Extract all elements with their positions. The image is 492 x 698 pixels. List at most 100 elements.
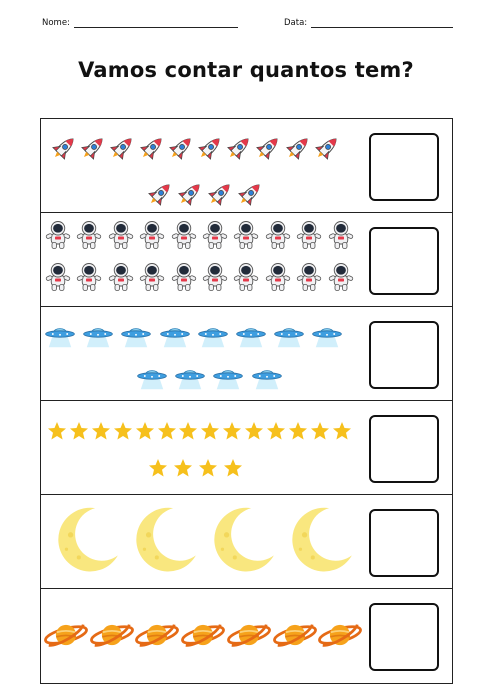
star-icon <box>198 458 218 478</box>
rocket-icon <box>283 133 313 163</box>
rocket-icon <box>205 179 235 209</box>
astronaut-icon <box>326 217 356 253</box>
star-icon <box>173 458 193 478</box>
star-icon <box>157 421 177 441</box>
name-label: Nome: <box>42 18 70 28</box>
astronauts-group <box>41 213 364 307</box>
name-field[interactable]: Nome: <box>42 18 238 28</box>
answer-box-planets[interactable] <box>369 603 439 671</box>
ufo-icon <box>196 324 230 348</box>
ufo-icon <box>43 324 77 348</box>
date-label: Data: <box>284 18 308 28</box>
counting-row-astronauts <box>41 213 452 307</box>
rocket-icon <box>166 133 196 163</box>
counting-row-ufos <box>41 307 452 401</box>
ufo-icon <box>234 324 268 348</box>
star-icon <box>222 421 242 441</box>
star-icon <box>244 421 264 441</box>
rocket-icon <box>312 133 342 163</box>
planet-icon <box>134 620 180 650</box>
answer-box-ufos[interactable] <box>369 321 439 389</box>
star-icon <box>200 421 220 441</box>
astronaut-icon <box>200 259 230 295</box>
moon-icon <box>128 503 200 577</box>
astronaut-icon <box>43 259 73 295</box>
star-icon <box>310 421 330 441</box>
astronaut-icon <box>137 259 167 295</box>
star-icon <box>178 421 198 441</box>
counting-table <box>40 118 453 684</box>
astronaut-icon <box>263 259 293 295</box>
planets-group <box>41 589 364 683</box>
ufo-icon <box>135 366 169 390</box>
astronaut-icon <box>169 217 199 253</box>
counting-row-planets <box>41 589 452 683</box>
counting-row-moons <box>41 495 452 589</box>
astronaut-icon <box>200 217 230 253</box>
star-icon <box>266 421 286 441</box>
ufo-icon <box>119 324 153 348</box>
astronaut-icon <box>231 259 261 295</box>
star-icon <box>135 421 155 441</box>
name-line[interactable] <box>73 20 238 28</box>
rocket-icon <box>145 179 175 209</box>
star-icon <box>332 421 352 441</box>
star-icon <box>91 421 111 441</box>
rocket-icon <box>107 133 137 163</box>
header: Nome: Data: <box>42 14 460 32</box>
answer-box-rockets[interactable] <box>369 133 439 201</box>
planet-icon <box>272 620 318 650</box>
ufo-icon <box>211 366 245 390</box>
astronaut-icon <box>137 217 167 253</box>
rocket-icon <box>49 133 79 163</box>
moons-group <box>41 495 364 589</box>
rocket-icon <box>195 133 225 163</box>
rocket-icon <box>175 179 205 209</box>
rocket-icon <box>253 133 283 163</box>
star-icon <box>113 421 133 441</box>
astronaut-icon <box>43 217 73 253</box>
stars-group <box>41 401 364 495</box>
planet-icon <box>43 620 89 650</box>
moon-icon <box>284 503 356 577</box>
star-icon <box>223 458 243 478</box>
answer-box-moons[interactable] <box>369 509 439 577</box>
planet-icon <box>317 620 363 650</box>
counting-row-rockets <box>41 119 452 213</box>
astronaut-icon <box>106 217 136 253</box>
ufo-icon <box>310 324 344 348</box>
astronaut-icon <box>169 259 199 295</box>
star-icon <box>288 421 308 441</box>
ufo-icon <box>158 324 192 348</box>
star-icon <box>69 421 89 441</box>
rocket-icon <box>224 133 254 163</box>
astronaut-icon <box>106 259 136 295</box>
star-icon <box>47 421 67 441</box>
astronaut-icon <box>326 259 356 295</box>
date-field[interactable]: Data: <box>284 18 454 28</box>
page-title: Vamos contar quantos tem? <box>78 58 414 82</box>
date-line[interactable] <box>311 20 454 28</box>
ufos-group <box>41 307 364 401</box>
astronaut-icon <box>74 217 104 253</box>
rocket-icon <box>235 179 265 209</box>
astronaut-icon <box>294 259 324 295</box>
star-icon <box>148 458 168 478</box>
answer-box-astronauts[interactable] <box>369 227 439 295</box>
astronaut-icon <box>231 217 261 253</box>
rockets-group <box>41 119 364 213</box>
astronaut-icon <box>294 217 324 253</box>
rocket-icon <box>137 133 167 163</box>
astronaut-icon <box>74 259 104 295</box>
moon-icon <box>50 503 122 577</box>
planet-icon <box>226 620 272 650</box>
planet-icon <box>180 620 226 650</box>
ufo-icon <box>250 366 284 390</box>
planet-icon <box>89 620 135 650</box>
rocket-icon <box>78 133 108 163</box>
moon-icon <box>206 503 278 577</box>
astronaut-icon <box>263 217 293 253</box>
counting-row-stars <box>41 401 452 495</box>
ufo-icon <box>81 324 115 348</box>
answer-box-stars[interactable] <box>369 415 439 483</box>
